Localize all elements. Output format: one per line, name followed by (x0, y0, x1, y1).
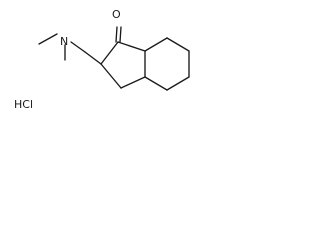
ring6-bond-2 (166, 37, 190, 52)
ring5-bond-2 (117, 41, 146, 52)
carbonyl-bond-b (119, 26, 122, 43)
carbonyl-bond-a (115, 26, 118, 43)
oxygen-label: O (112, 8, 121, 21)
hcl-label: HCl (14, 98, 33, 111)
ch2-ring-bond (84, 51, 102, 65)
chemical-structure-canvas: N O HCl (0, 0, 204, 123)
bond-group (38, 26, 190, 91)
n-ch2-bond (70, 41, 86, 53)
molecule-drawing: N O HCl (14, 8, 190, 111)
nitrogen-label: N (60, 35, 68, 48)
ring5-bond-4 (120, 76, 146, 89)
ring6-bond-5 (144, 76, 168, 91)
ring6-bond-1 (144, 37, 168, 52)
atom-labels: N O HCl (14, 8, 121, 111)
ring5-bond-1 (100, 41, 119, 65)
ring6-bond-4 (166, 76, 190, 91)
ring5-bond-5 (100, 63, 122, 89)
n-methyl-bond-left (38, 33, 58, 45)
